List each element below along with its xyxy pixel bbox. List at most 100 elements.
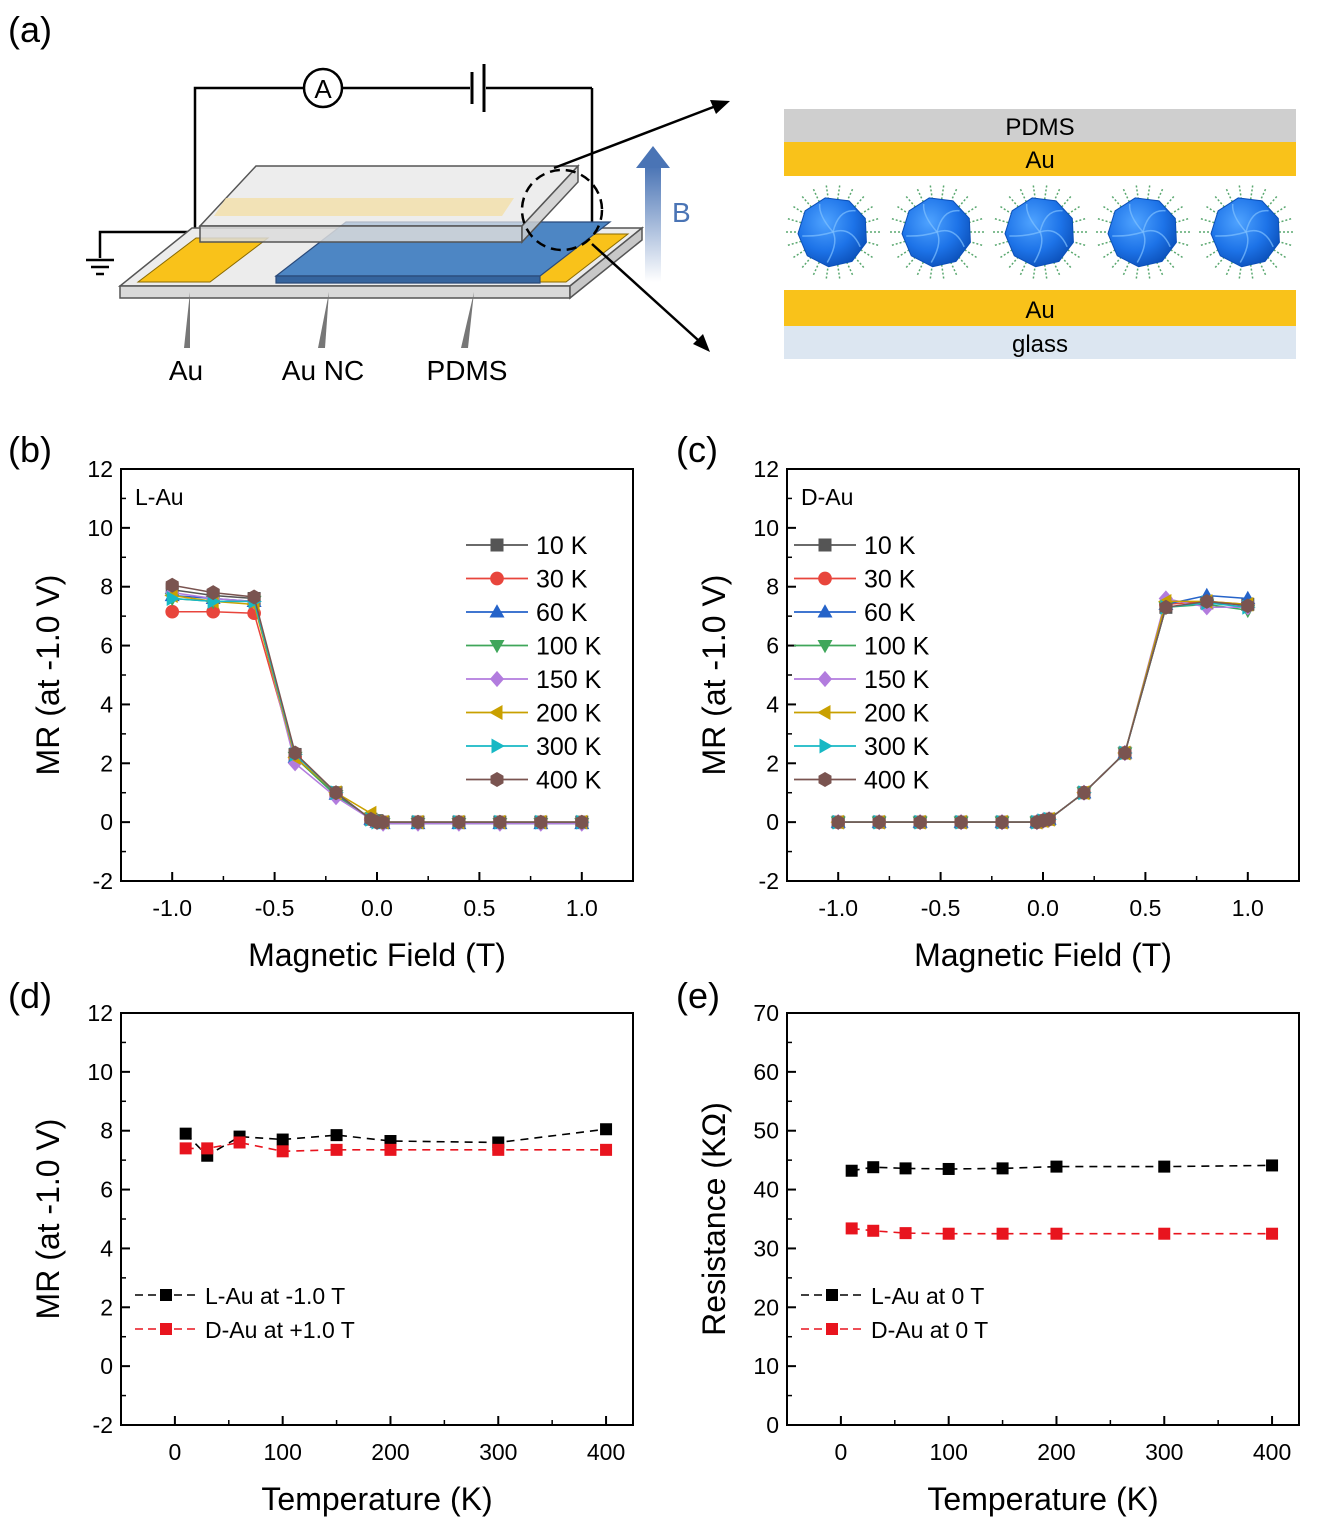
ligand-icon bbox=[1273, 205, 1286, 215]
ligand-icon bbox=[1225, 188, 1233, 203]
legend-label: 30 K bbox=[536, 566, 588, 594]
facet-line-icon bbox=[826, 231, 836, 263]
y-tick-label: 10 bbox=[87, 515, 113, 541]
series-line bbox=[172, 584, 582, 823]
facet-line-icon bbox=[1142, 229, 1171, 248]
layer-au-bottom bbox=[784, 290, 1296, 326]
ligand-icon bbox=[1146, 264, 1151, 279]
data-point bbox=[489, 705, 503, 720]
data-point bbox=[165, 577, 179, 593]
data-point bbox=[233, 1136, 246, 1149]
ligand-icon bbox=[1206, 205, 1219, 215]
series-line bbox=[185, 1141, 607, 1153]
callout-au: Au bbox=[169, 355, 203, 386]
ligand-icon bbox=[891, 240, 906, 246]
series-10-k bbox=[165, 583, 589, 829]
facet-line-icon bbox=[930, 231, 940, 263]
ligand-icon bbox=[891, 218, 906, 224]
data-point bbox=[996, 1227, 1009, 1240]
legend-label: 100 K bbox=[864, 633, 930, 661]
series-150-k bbox=[165, 584, 589, 832]
ligand-icon bbox=[905, 195, 916, 208]
ligand-icon bbox=[1259, 261, 1267, 276]
ligand-icon bbox=[1019, 261, 1027, 276]
ligand-icon bbox=[1032, 185, 1037, 200]
ligand-icon bbox=[1267, 256, 1278, 269]
ligand-icon bbox=[860, 249, 873, 259]
x-tick-label: 0 bbox=[834, 1439, 847, 1465]
data-point bbox=[817, 705, 831, 720]
facet-line-icon bbox=[1025, 203, 1041, 233]
y-tick-label: 10 bbox=[753, 1353, 779, 1379]
ligand-icon bbox=[1164, 256, 1175, 269]
legend-label: 200 K bbox=[864, 700, 930, 728]
battery-icon bbox=[470, 64, 486, 112]
data-point bbox=[1200, 594, 1214, 609]
legend-label: 10 K bbox=[536, 532, 588, 560]
facet-line-icon bbox=[818, 203, 834, 233]
data-point bbox=[534, 814, 548, 830]
ligand-icon bbox=[1214, 256, 1225, 269]
legend-label: 60 K bbox=[536, 599, 588, 627]
ligand-icon bbox=[812, 261, 820, 276]
facet-line-icon bbox=[1039, 229, 1068, 248]
y-axis-label: MR (at -1.0 V) bbox=[30, 575, 66, 776]
y-tick-label: 0 bbox=[766, 809, 779, 835]
x-tick-label: 0 bbox=[168, 1439, 181, 1465]
ligand-icon bbox=[958, 195, 969, 208]
ligand-icon bbox=[1053, 261, 1061, 276]
ligand-icon bbox=[940, 185, 945, 200]
panel-label-b: (b) bbox=[8, 429, 52, 470]
ligand-icon bbox=[929, 185, 934, 200]
data-point bbox=[872, 814, 886, 830]
legend-label: 150 K bbox=[536, 666, 602, 694]
panel-label-d: (d) bbox=[8, 975, 52, 1016]
series-line bbox=[172, 594, 582, 825]
series-d-au-at-0-t bbox=[845, 1222, 1279, 1240]
ligand-icon bbox=[1111, 256, 1122, 269]
ligand-icon bbox=[864, 218, 879, 224]
series-line bbox=[172, 597, 582, 823]
facet-line-icon bbox=[832, 209, 856, 233]
y-tick-label: 4 bbox=[766, 691, 779, 717]
nanocluster-icon bbox=[993, 185, 1087, 279]
ligand-icon bbox=[812, 188, 820, 203]
data-point bbox=[492, 1143, 505, 1156]
facet-line-icon bbox=[906, 231, 938, 237]
data-point bbox=[160, 1323, 172, 1335]
data-point bbox=[1241, 598, 1255, 614]
data-point bbox=[166, 591, 180, 606]
data-point bbox=[330, 1143, 343, 1156]
data-point bbox=[206, 585, 220, 601]
x-tick-label: 1.0 bbox=[1232, 895, 1264, 921]
data-point bbox=[818, 538, 832, 552]
layer-pdms bbox=[784, 109, 1296, 142]
data-point bbox=[247, 589, 261, 605]
y-tick-label: 12 bbox=[753, 456, 779, 482]
ligand-icon bbox=[958, 256, 969, 269]
x-axis-label: Magnetic Field (T) bbox=[248, 937, 506, 973]
ligand-icon bbox=[1170, 205, 1183, 215]
ground-icon bbox=[86, 258, 114, 276]
y-tick-label: 2 bbox=[100, 750, 113, 776]
series-line bbox=[172, 591, 582, 825]
layer-label-au-top: Au bbox=[1025, 147, 1054, 174]
data-point bbox=[376, 814, 390, 830]
data-point bbox=[1118, 745, 1132, 761]
data-point bbox=[867, 1224, 880, 1237]
data-point bbox=[1158, 1227, 1171, 1240]
y-tick-label: 40 bbox=[753, 1177, 779, 1203]
y-tick-label: 4 bbox=[100, 1235, 113, 1261]
data-point bbox=[489, 640, 505, 654]
layer-label-pdms: PDMS bbox=[1005, 114, 1074, 141]
series-line bbox=[851, 1164, 1273, 1172]
facet-line-icon bbox=[936, 229, 965, 248]
ligand-icon bbox=[836, 185, 841, 200]
ligand-icon bbox=[897, 205, 910, 215]
ligand-icon bbox=[1225, 261, 1233, 276]
legend: L-Au at 0 TD-Au at 0 T bbox=[801, 1283, 988, 1343]
series-line bbox=[185, 1128, 607, 1157]
y-tick-label: 12 bbox=[87, 456, 113, 482]
x-tick-label: 0.0 bbox=[361, 895, 393, 921]
